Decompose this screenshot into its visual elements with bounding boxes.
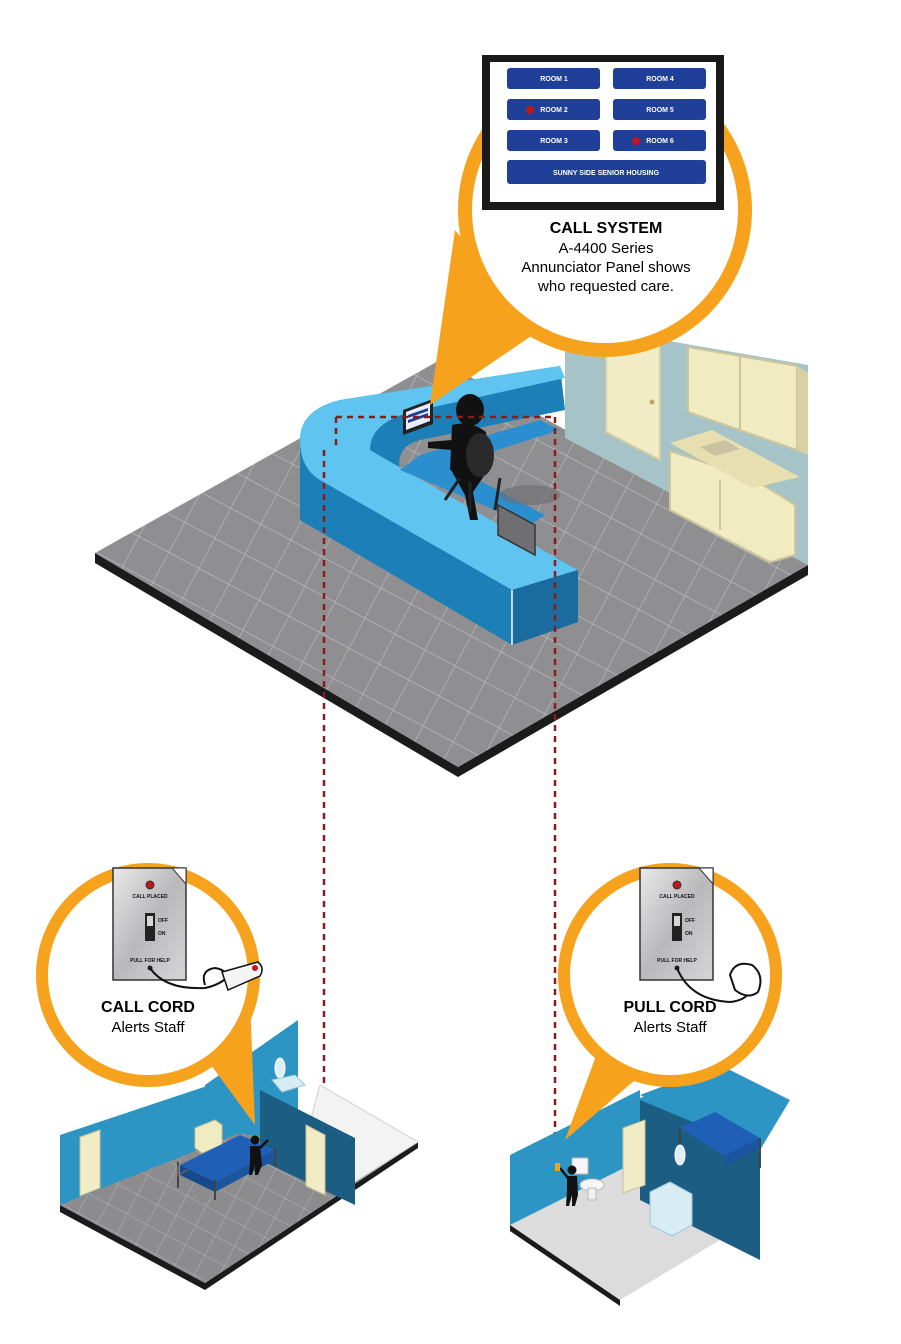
- pull-cord-callout: CALL PLACED OFF ON PULL FOR HELP PULL CO…: [558, 863, 782, 1140]
- pull-cord-room-vanity: [649, 1181, 693, 1237]
- room-1-label: ROOM 1: [540, 76, 568, 83]
- call-system-line-2: Annunciator Panel shows: [521, 259, 690, 276]
- pull-cord-room-toilet: [571, 1157, 605, 1201]
- pull-cord-room-door: [622, 1119, 646, 1194]
- callout-pointer: [430, 230, 540, 405]
- room-3-button[interactable]: ROOM 3: [507, 130, 600, 151]
- toggle-switch[interactable]: [145, 913, 155, 941]
- call-placed-label: CALL PLACED: [132, 894, 168, 900]
- room-6-button[interactable]: ROOM 6: [613, 130, 706, 151]
- wire-to-call-cord-room: [322, 415, 555, 1125]
- call-cord-room-mirror: [274, 1057, 286, 1079]
- desk-monitor: [403, 399, 433, 435]
- pull-call-placed-label: CALL PLACED: [659, 894, 695, 900]
- room-4-label: ROOM 4: [646, 76, 674, 83]
- switch-off-label: OFF: [158, 918, 168, 924]
- rear-monitor: [497, 503, 536, 557]
- call-cord-title: CALL CORD: [101, 999, 195, 1016]
- pull-cord-title: PULL CORD: [623, 999, 716, 1016]
- call-cord-wall-plate: CALL PLACED OFF ON PULL FOR HELP: [112, 867, 187, 981]
- call-placed-indicator: [145, 880, 155, 890]
- call-cord-room: [60, 1020, 419, 1290]
- wire-connections: [322, 415, 557, 1140]
- call-system-line-3: who requested care.: [537, 278, 674, 295]
- facility-label: SUNNY SIDE SENIOR HOUSING: [553, 170, 660, 177]
- pull-cord-subtitle: Alerts Staff: [633, 1019, 707, 1036]
- pull-cord-room-bed: [679, 1112, 761, 1168]
- pull-cord-ring-icon[interactable]: [728, 962, 762, 997]
- call-system-title: CALL SYSTEM: [550, 220, 663, 237]
- call-system-callout: ROOM 1 ROOM 4 ROOM 2 ROOM 5 ROOM 3: [430, 55, 752, 405]
- room-5-button[interactable]: ROOM 5: [613, 99, 706, 120]
- room-5-label: ROOM 5: [646, 107, 674, 114]
- pull-call-placed-indicator: [672, 880, 682, 890]
- call-cord-cable: [149, 967, 231, 990]
- pull-cord-room: [510, 1065, 790, 1306]
- facility-banner: SUNNY SIDE SENIOR HOUSING: [507, 160, 706, 184]
- pull-for-help-label-2: PULL FOR HELP: [657, 958, 697, 964]
- room-1-button[interactable]: ROOM 1: [507, 68, 600, 89]
- room-2-label: ROOM 2: [540, 107, 568, 114]
- call-cord-callout: CALL PLACED OFF ON PULL FOR HELP CALL CO…: [36, 863, 263, 1125]
- pull-switch-off-label: OFF: [685, 918, 695, 924]
- nurse-station-room: [95, 323, 808, 777]
- room-6-alert-indicator: [632, 137, 640, 145]
- pull-toggle-switch[interactable]: [672, 913, 682, 941]
- call-system-line-1: A-4400 Series: [558, 240, 653, 257]
- pull-switch-on-label: ON: [685, 931, 693, 937]
- call-cord-room-sink: [271, 1074, 306, 1093]
- pull-cord-room-wall-plate: [555, 1163, 560, 1171]
- staff-member-silhouette: [428, 394, 502, 520]
- call-cord-subtitle: Alerts Staff: [111, 1019, 185, 1036]
- room-3-label: ROOM 3: [540, 138, 568, 145]
- door-knob: [649, 399, 655, 405]
- call-cord-room-door-left: [79, 1129, 101, 1197]
- call-cord-room-door-right: [305, 1124, 326, 1196]
- room-6-label: ROOM 6: [646, 138, 674, 145]
- annunciator-panel: ROOM 1 ROOM 4 ROOM 2 ROOM 5 ROOM 3: [482, 55, 724, 210]
- call-cord-handle-icon[interactable]: [202, 961, 263, 992]
- room-4-button[interactable]: ROOM 4: [613, 68, 706, 89]
- switch-on-label: ON: [158, 931, 166, 937]
- call-cord-room-resident: [249, 1135, 269, 1175]
- pull-cord-wall-plate: CALL PLACED OFF ON PULL FOR HELP: [639, 867, 714, 981]
- pull-cord-room-resident: [555, 1163, 578, 1206]
- room-2-alert-indicator: [526, 106, 534, 114]
- room-2-button[interactable]: ROOM 2: [507, 99, 600, 120]
- pull-for-help-label: PULL FOR HELP: [130, 958, 170, 964]
- pull-cord-room-mirror: [674, 1144, 686, 1166]
